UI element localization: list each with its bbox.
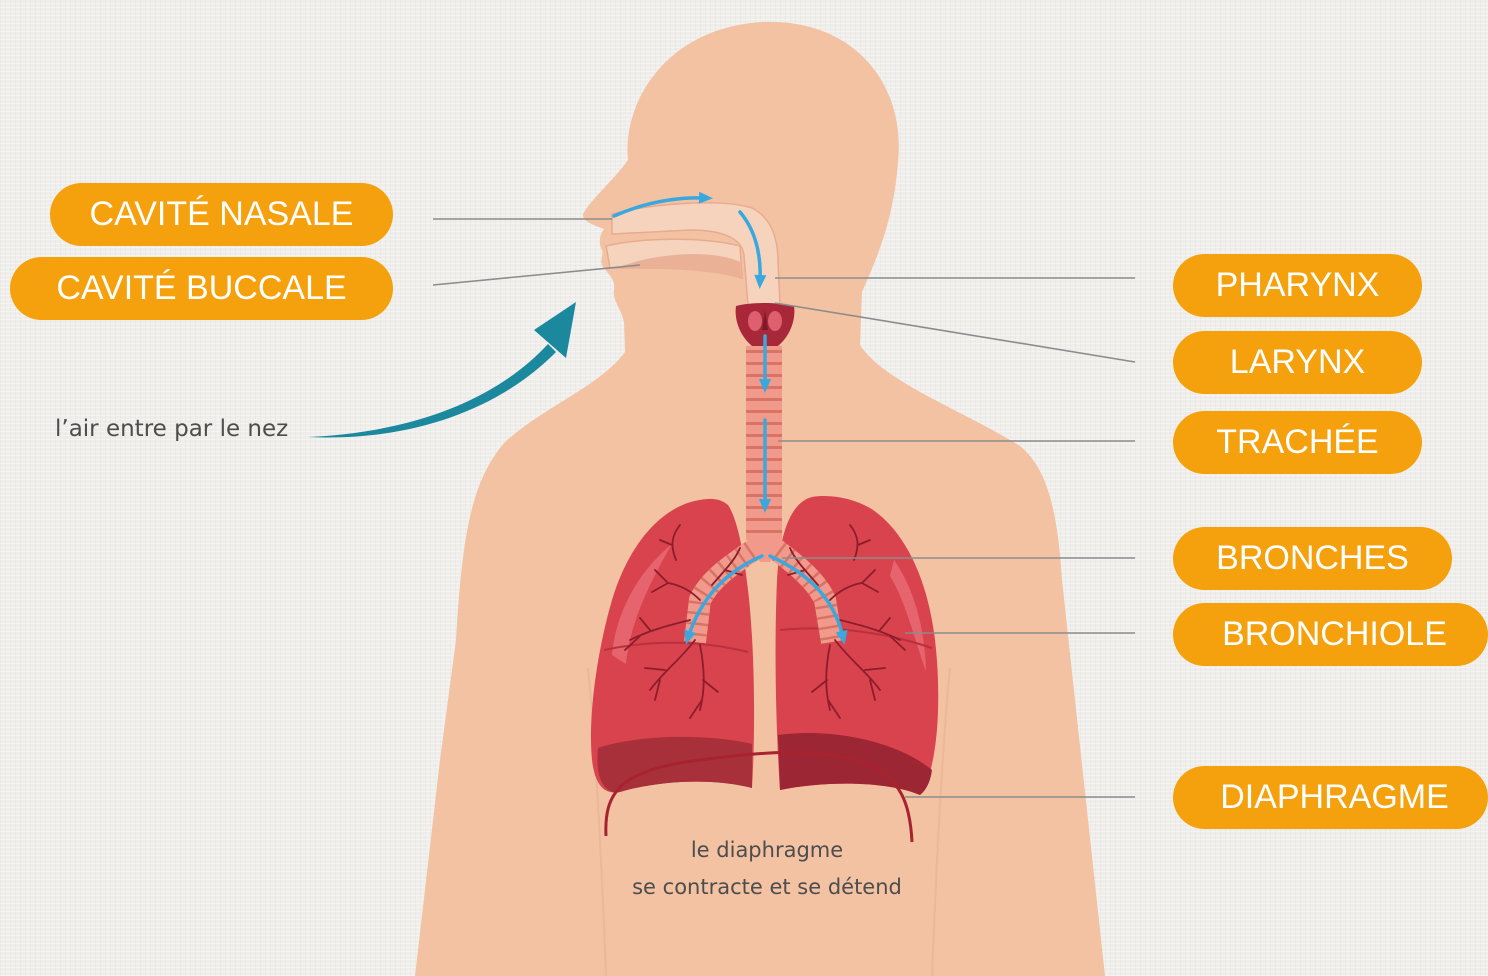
label-bronchiole-text: BRONCHIOLE — [1222, 615, 1447, 654]
diaphragm-annotation-line-1: le diaphragme — [597, 832, 937, 869]
label-diaphragm: DIAPHRAGME — [1173, 766, 1488, 829]
label-larynx: LARYNX — [1173, 331, 1422, 394]
label-pharynx: PHARYNX — [1173, 254, 1422, 317]
label-bronchiole: BRONCHIOLE — [1173, 603, 1488, 666]
label-trachea: TRACHÉE — [1173, 411, 1422, 474]
label-nasal-cavity: CAVITÉ NASALE — [50, 183, 393, 246]
diaphragm-annotation-line-2: se contracte et se détend — [597, 869, 937, 906]
label-diaphragm-text: DIAPHRAGME — [1220, 778, 1449, 817]
air-entry-annotation: l’air entre par le nez — [55, 414, 288, 444]
label-oral-cavity: CAVITÉ BUCCALE — [10, 257, 393, 320]
leader-line-oral-cavity — [433, 265, 640, 285]
label-nasal-cavity-text: CAVITÉ NASALE — [90, 195, 354, 234]
label-trachea-text: TRACHÉE — [1216, 423, 1378, 462]
label-larynx-text: LARYNX — [1230, 343, 1365, 382]
air-entry-arrow — [308, 302, 576, 437]
label-bronchi: BRONCHES — [1173, 527, 1452, 590]
label-oral-cavity-text: CAVITÉ BUCCALE — [56, 269, 346, 308]
diaphragm-annotation: le diaphragme se contracte et se détend — [597, 832, 937, 906]
label-bronchi-text: BRONCHES — [1216, 539, 1409, 578]
label-pharynx-text: PHARYNX — [1216, 266, 1380, 305]
